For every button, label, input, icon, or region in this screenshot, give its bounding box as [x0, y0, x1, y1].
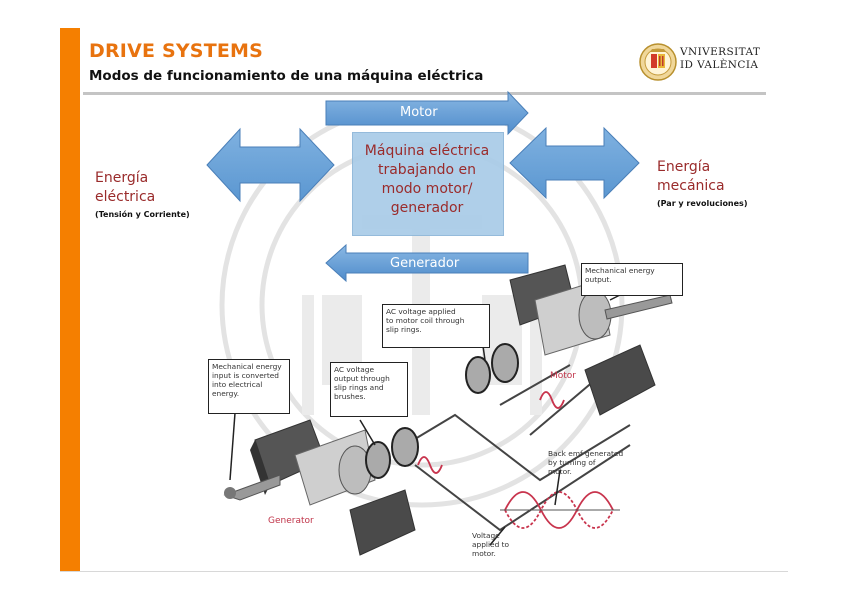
generator-magnet-right	[349, 489, 416, 556]
generator-motor-diagram	[223, 264, 673, 556]
page-subtitle: Modos de funcionamiento de una máquina e…	[89, 68, 484, 84]
machine-box	[352, 132, 504, 236]
generator-arrow-label: Generador	[390, 256, 460, 271]
university-logo	[639, 43, 677, 81]
machine-line2: trabajando en	[377, 162, 477, 178]
left-energy-label: Energía eléctrica	[95, 169, 155, 207]
accent-bar	[60, 28, 80, 572]
voltage-applied-line3: motor.	[472, 549, 496, 558]
callout-mech-input-line4: energy.	[212, 389, 240, 398]
voltage-applied-label: Voltage applied to motor.	[472, 531, 509, 558]
motor-arrow-label: Motor	[400, 105, 438, 120]
callout-mech-input-line2: input is converted	[212, 371, 279, 380]
sine-wave-backemf	[504, 491, 614, 529]
callout-ac-applied: AC voltage applied to motor coil through…	[382, 304, 490, 348]
machine-line4: generador	[390, 200, 464, 216]
callout-ac-applied-line2: to motor coil through	[386, 316, 465, 325]
voltage-applied-line2: applied to	[472, 540, 510, 549]
callout-mech-input-line1: Mechanical energy	[212, 362, 282, 371]
crank-handle	[223, 474, 281, 501]
machine-box-text: Máquina eléctrica trabajando en modo mot…	[352, 142, 502, 218]
callout-ac-output-line4: brushes.	[334, 392, 366, 401]
generator-slip-ring-1	[365, 441, 391, 479]
generator-slip-ring-2	[391, 427, 419, 467]
page-title: DRIVE SYSTEMS	[89, 40, 264, 62]
generator-diagram-label: Generator	[268, 516, 314, 526]
back-emf-label: Back emf generated by turning of motor.	[548, 449, 623, 476]
callout-mechanical-output: Mechanical energy output.	[581, 263, 683, 296]
voltage-applied-line1: Voltage	[472, 531, 500, 540]
back-emf-line3: motor.	[548, 467, 572, 476]
left-double-arrow	[206, 127, 335, 203]
callout-ac-applied-line3: slip rings.	[386, 325, 422, 334]
callout-mech-input-line3: into electrical	[212, 380, 263, 389]
callout-ac-output-line1: AC voltage	[334, 365, 375, 374]
callout-mech-output-line2: output.	[585, 275, 612, 284]
machine-line3: modo motor/	[381, 181, 473, 197]
left-energy-line1: Energía	[95, 170, 149, 186]
title-divider	[83, 92, 766, 95]
callout-ac-output-line3: slip rings and	[334, 383, 384, 392]
left-energy-line2: eléctrica	[95, 189, 156, 205]
right-energy-sub: (Par y revoluciones)	[657, 199, 748, 208]
logo-line1: VNIVERSITAT	[680, 46, 761, 58]
sine-wave-generator	[417, 456, 443, 474]
motor-arrow	[325, 90, 529, 136]
bottom-divider	[60, 571, 788, 572]
left-energy-sub: (Tensión y Corriente)	[95, 210, 190, 219]
logo-text: VNIVERSITAT ID VALÈNCIA	[680, 46, 760, 72]
right-energy-line2: mecánica	[657, 178, 725, 194]
sine-wave-applied	[504, 491, 614, 529]
logo-line2: ID VALÈNCIA	[680, 59, 759, 71]
callout-mech-output-line1: Mechanical energy	[585, 266, 655, 275]
generator-arrow	[325, 243, 529, 283]
motor-slip-ring-1	[465, 356, 491, 394]
callout-ac-output: AC voltage output through slip rings and…	[330, 362, 408, 417]
motor-slip-ring-2	[491, 343, 519, 383]
machine-line1: Máquina eléctrica	[364, 143, 490, 159]
right-energy-line1: Energía	[657, 159, 711, 175]
motor-diagram-label: Motor	[550, 371, 577, 381]
callout-ac-output-line2: output through	[334, 374, 390, 383]
sine-wave-motor	[539, 391, 565, 409]
motor-magnet-bottom	[584, 344, 656, 416]
callout-ac-applied-line1: AC voltage applied	[386, 307, 456, 316]
right-energy-label: Energía mecánica	[657, 158, 725, 196]
back-emf-line1: Back emf generated	[548, 449, 624, 458]
right-double-arrow	[509, 126, 640, 200]
back-emf-line2: by turning of	[548, 458, 596, 467]
callout-mechanical-input: Mechanical energy input is converted int…	[208, 359, 290, 414]
